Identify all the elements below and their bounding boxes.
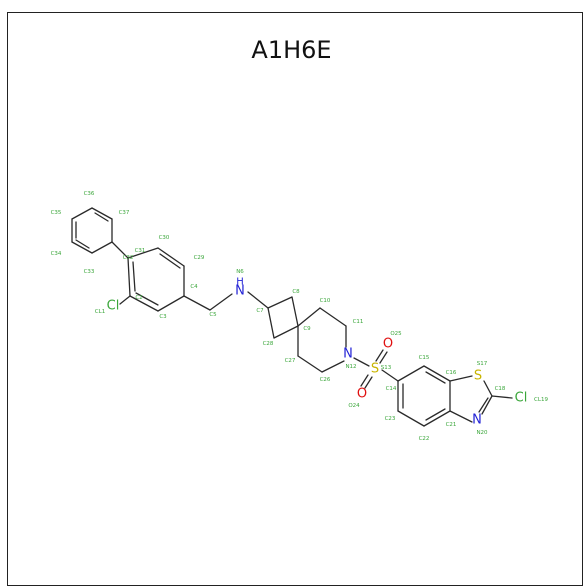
atom-label: C28	[263, 341, 274, 347]
atom-label: C5	[209, 312, 217, 318]
atom-label: C22	[419, 436, 430, 442]
bond	[379, 351, 388, 364]
bond	[297, 355, 323, 373]
bond	[127, 247, 159, 259]
bond	[91, 241, 113, 254]
atom-label: O24	[348, 403, 360, 409]
bond	[423, 365, 451, 382]
bond	[481, 395, 493, 415]
bond	[157, 247, 185, 267]
bond	[360, 374, 369, 387]
bond	[119, 295, 131, 305]
bond	[397, 410, 425, 427]
atom-label: C37	[119, 210, 130, 216]
atom-label: O25	[390, 331, 402, 337]
bond	[291, 296, 299, 327]
atom-label: C16	[446, 370, 457, 376]
bond	[449, 375, 473, 382]
bond	[247, 291, 269, 309]
atom-label: C11	[353, 319, 364, 325]
bond	[132, 261, 136, 292]
molecule-title: A1H6E	[251, 36, 332, 64]
atom-label: C34	[51, 251, 62, 257]
atom-label: C8	[292, 289, 300, 295]
atom-label: C23	[385, 416, 396, 422]
bond	[353, 357, 370, 367]
atom-label: C36	[84, 191, 95, 197]
atom-s13-symbol: S	[371, 362, 379, 377]
atom-label: C10	[320, 298, 331, 304]
bond	[159, 253, 181, 269]
bond	[273, 325, 299, 339]
atom-cl1-symbol: Cl	[107, 299, 120, 314]
atom-index-labels: CL1 C2 C3 C4 C5 N6 C7 C8 C9 C10 C11 N12 …	[51, 191, 549, 442]
atom-label: C3	[159, 314, 167, 320]
bond	[71, 207, 93, 220]
atom-label: C31	[135, 248, 146, 254]
atom-o25-symbol: O	[383, 337, 393, 352]
bond	[71, 241, 93, 254]
atom-cl19-symbol: Cl	[515, 391, 528, 406]
bond	[478, 397, 489, 413]
atom-n6-h: H	[236, 277, 244, 288]
bond	[135, 292, 159, 306]
atom-s17-symbol: S	[474, 369, 482, 384]
atom-label: C30	[159, 235, 170, 241]
bond	[381, 369, 399, 382]
bond	[129, 295, 159, 312]
bond	[425, 408, 446, 421]
atom-label: N6	[236, 269, 244, 275]
bond	[425, 371, 446, 384]
bond	[94, 212, 109, 222]
bond	[183, 295, 211, 311]
bond	[297, 307, 321, 327]
bond	[423, 410, 451, 427]
atom-label: C33	[84, 269, 95, 275]
atom-n12-symbol: N	[343, 347, 353, 362]
atom-label: N20	[476, 430, 488, 436]
atom-label: CL1	[95, 309, 105, 315]
diagram-frame	[7, 12, 583, 586]
atom-n6-symbol: N	[235, 284, 245, 299]
atom-label: N12	[345, 364, 356, 370]
atom-label: C29	[194, 255, 205, 261]
atom-label: C26	[320, 377, 331, 383]
atom-label: C2	[135, 295, 142, 301]
bond	[491, 395, 513, 399]
atom-label: CL19	[534, 397, 548, 403]
bond	[319, 307, 347, 327]
bond	[375, 349, 384, 362]
atom-label: C27	[285, 358, 296, 364]
bond	[449, 410, 473, 423]
bonds	[71, 207, 513, 427]
atom-label: C18	[495, 386, 506, 392]
atom-label: S13	[381, 365, 392, 371]
bond	[364, 376, 373, 389]
atom-label: C35	[51, 210, 62, 216]
atom-label: C7	[256, 308, 264, 314]
bond	[157, 295, 185, 312]
atom-label: C21	[446, 422, 457, 428]
atom-label: C9	[303, 326, 311, 332]
atom-label: C4	[190, 284, 198, 290]
atom-label: C15	[419, 355, 430, 361]
atom-label: C14	[386, 386, 397, 392]
bond	[111, 241, 129, 259]
bond	[91, 207, 113, 220]
bond	[321, 360, 345, 373]
bond	[483, 380, 493, 397]
atom-label: C32	[123, 255, 134, 261]
atom-n20-symbol: N	[472, 413, 482, 428]
bond	[209, 293, 233, 311]
atom-label: S17	[477, 361, 488, 367]
bond	[397, 365, 425, 382]
bond	[127, 257, 131, 297]
bond	[75, 239, 90, 249]
bond	[267, 307, 275, 339]
element-symbols: Cl H N N S O O S N Cl	[107, 277, 528, 428]
bond	[267, 296, 293, 309]
atom-o24-symbol: O	[357, 387, 367, 402]
